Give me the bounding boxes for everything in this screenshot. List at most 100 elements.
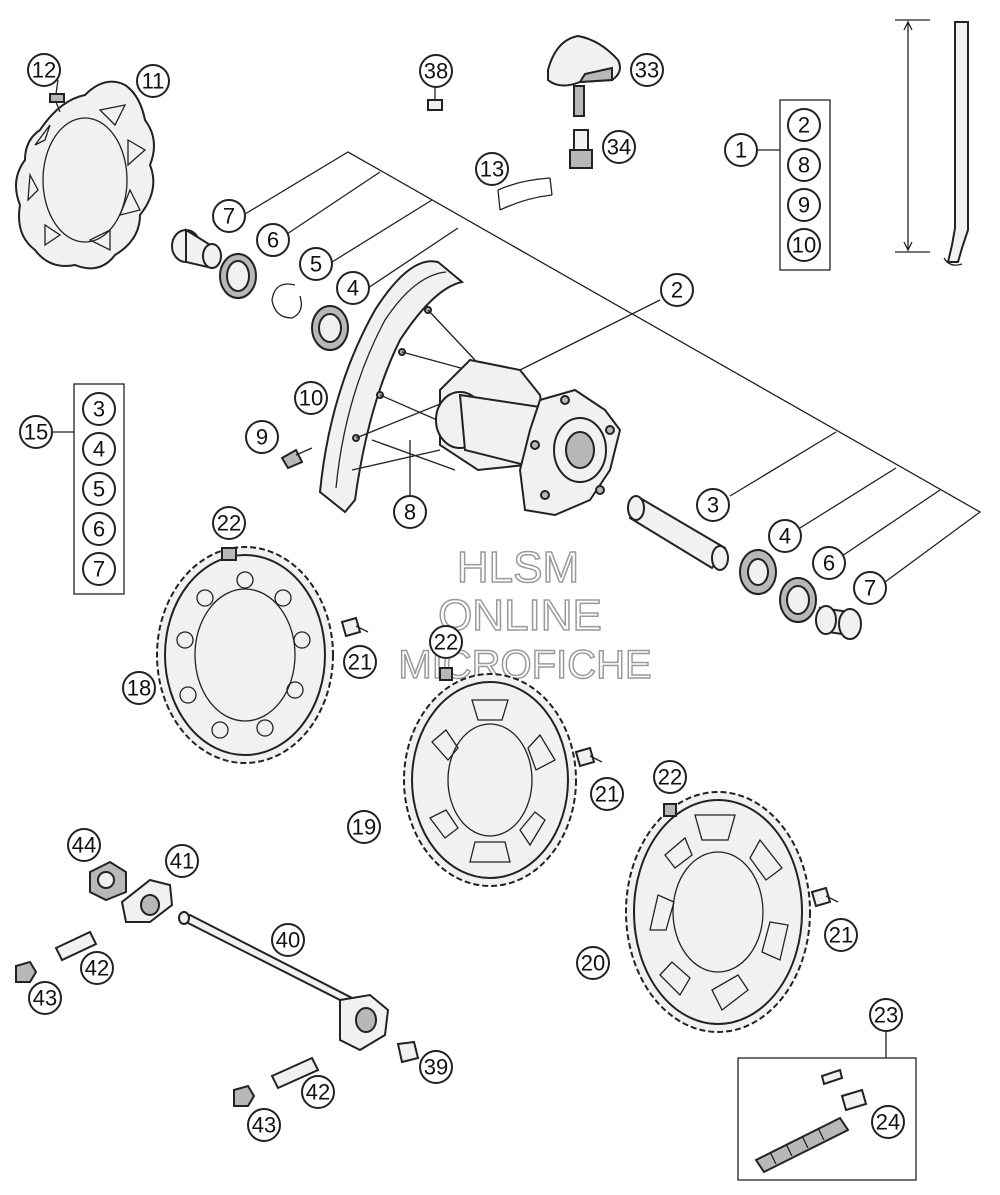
svg-text:12: 12 [32,58,56,83]
spoke-nipple-9 [280,447,313,470]
svg-text:10: 10 [792,233,816,258]
svg-text:23: 23 [874,1003,898,1028]
svg-text:8: 8 [798,153,810,178]
svg-text:40: 40 [276,928,300,953]
callout-34: 34 [602,130,636,164]
callout-1: 1 [724,133,758,167]
callout-2: 2 [660,273,694,307]
axle-nut-44 [89,860,127,902]
callout-22-a: 22 [212,506,246,540]
svg-text:24: 24 [876,1110,900,1135]
svg-text:34: 34 [607,135,631,160]
sprocket-nut-22a [221,547,237,561]
svg-text:33: 33 [635,58,659,83]
axle-spacer-3 [627,495,729,571]
nut-34 [569,129,593,169]
watermark: HLSM ONLINE MICROFICHE [398,542,653,688]
svg-text:9: 9 [256,425,268,450]
sprocket-bolt-21b [574,746,603,768]
watermark-line-2: ONLINE [438,591,602,640]
disc-bolt [49,93,65,113]
left-spacer-7 [171,228,222,270]
callout-18: 18 [122,671,156,705]
callout-43-b: 43 [247,1108,281,1142]
callout-4-top: 4 [336,271,370,305]
sprocket-bolt-21c [810,886,839,908]
svg-text:5: 5 [310,252,322,277]
callout-22-c: 22 [653,760,687,794]
svg-text:7: 7 [93,557,105,582]
kit-1-item-8: 8 [787,148,821,182]
svg-text:44: 44 [72,833,96,858]
kit-1-box [757,99,831,271]
watermark-line-1: HLSM [457,543,579,592]
kit-1-item-2: 2 [787,108,821,142]
adjuster-nut-43b [233,1084,256,1107]
callout-6-right: 6 [812,546,846,580]
callout-24: 24 [871,1105,905,1139]
callout-3-right: 3 [696,488,730,522]
svg-text:43: 43 [33,986,57,1011]
kit-15-item-5: 5 [82,472,116,506]
callout-42-b: 42 [301,1075,335,1109]
callout-6-top: 6 [256,223,290,257]
chain-box [737,1032,917,1181]
svg-text:3: 3 [93,397,105,422]
sprocket-nut-22b [439,667,453,681]
callout-10: 10 [294,381,328,415]
left-seal-6 [219,253,257,299]
leader-lines [55,79,982,583]
svg-text:15: 15 [24,420,48,445]
callout-41: 41 [165,844,199,878]
callout-8: 8 [393,495,427,529]
callout-33: 33 [630,53,664,87]
svg-text:19: 19 [352,815,376,840]
svg-text:18: 18 [127,676,151,701]
adjuster-bolt-42a [54,930,98,962]
svg-text:22: 22 [217,511,241,536]
svg-text:13: 13 [480,157,504,182]
svg-text:21: 21 [829,923,853,948]
svg-text:21: 21 [595,782,619,807]
kit-15-item-7: 7 [82,552,116,586]
svg-text:9: 9 [798,193,810,218]
callout-21-c: 21 [824,918,858,952]
svg-text:22: 22 [434,630,458,655]
sprocket-nut-22c [663,803,677,817]
svg-text:38: 38 [424,59,448,84]
callout-44: 44 [67,828,101,862]
callout-7-right: 7 [853,571,887,605]
adjuster-bolt-42b [270,1056,320,1090]
callout-13: 13 [475,152,509,186]
adjuster-nut-43a [15,960,38,983]
callout-38: 38 [419,54,453,88]
svg-text:22: 22 [658,765,682,790]
svg-text:42: 42 [306,1080,330,1105]
callout-20: 20 [576,946,610,980]
plug-39 [396,1040,420,1064]
svg-text:8: 8 [404,500,416,525]
svg-text:42: 42 [85,956,109,981]
svg-text:21: 21 [348,650,372,675]
left-bearing-4 [311,305,349,351]
kit-15-item-3: 3 [82,392,116,426]
svg-text:1: 1 [735,138,747,163]
sprocket-bolt-21a [340,616,369,638]
sprocket-19 [403,673,577,887]
rim-band-13 [497,177,553,211]
svg-text:3: 3 [707,493,719,518]
callout-15: 15 [19,415,53,449]
svg-text:2: 2 [671,278,683,303]
svg-text:4: 4 [93,437,105,462]
right-seal-6 [779,577,817,623]
svg-text:11: 11 [142,69,165,94]
svg-text:6: 6 [823,551,835,576]
spokes [351,309,476,471]
svg-text:39: 39 [424,1055,448,1080]
kit-15-box [52,383,125,595]
sprocket-18 [156,546,334,764]
svg-text:7: 7 [223,204,235,229]
callout-21-a: 21 [343,645,377,679]
